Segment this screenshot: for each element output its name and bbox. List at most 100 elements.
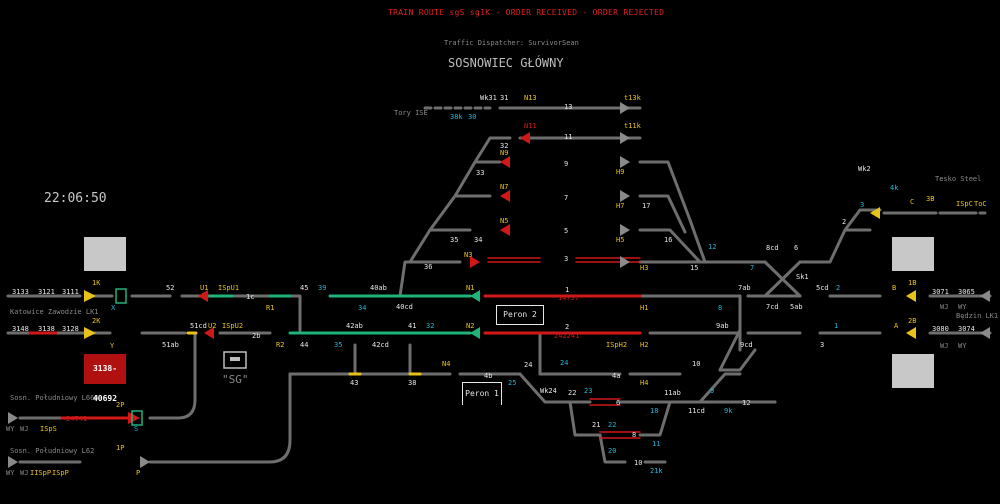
spur-dashes [423,106,987,404]
label-t5: 5 [564,227,569,235]
occupied-tracks [28,257,642,439]
label-h2: H2 [640,341,649,349]
label-t12: 12 [742,399,751,407]
label-t3138: 3138 [38,325,55,333]
label-t1: 1 [565,286,570,294]
label-s40ab: 40ab [370,284,387,292]
label-s24c: 24 [560,359,569,367]
label-n3: N3 [464,251,473,259]
label-n11: N11 [524,122,537,130]
label-n4: N4 [442,360,451,368]
label-s52: 52 [166,284,175,292]
label-s12: 12 [708,243,717,251]
label-t2: 2 [565,323,570,331]
signal-frames [115,288,143,426]
label-ispu2: ISpU2 [222,322,244,330]
label-s7cd: 7cd [766,303,779,311]
label-h5: H5 [616,236,625,244]
label-h9: H9 [616,168,625,176]
label-u1: U1 [200,284,209,292]
label-t3121: 3121 [38,288,55,296]
label-isp: ISpP [52,469,69,477]
label-wj1: WJ [20,425,29,433]
label-h7: H7 [616,202,625,210]
label-s11ab: 11ab [664,389,681,397]
label-t13: 13 [564,103,573,111]
label-u2: U2 [208,322,217,330]
label-t3080: 3080 [932,325,949,333]
label-s40cd: 40cd [396,303,413,311]
label-s2b: 2b [252,332,261,340]
label-s9c: 9 [710,387,715,395]
label-s7c: 7 [750,264,755,272]
label-s21: 21 [592,421,601,429]
label-s10: 10 [692,360,701,368]
label-sa: A [894,322,899,330]
label-s39: 39 [318,284,327,292]
status-message: TRAIN ROUTE sgS sg1K - ORDER RECEIVED - … [388,8,665,17]
label-t8: 8 [632,431,637,439]
label-sx: X [111,304,116,312]
route-set-tracks [208,294,472,335]
signal-arrows [8,102,990,468]
station-title: SOSNOWIEC GŁÓWNY [448,56,564,70]
train-box[interactable]: 3138-40692 [84,354,126,403]
label-s42cd: 42cd [372,341,389,349]
label-s4k: 4k [890,184,899,192]
label-s41: 41 [408,322,417,330]
label-s2k: 2K [92,317,101,325]
label-s2c: 2 [836,284,841,292]
label-t3: 3 [564,255,569,263]
label-n7: N7 [500,183,509,191]
label-sb: B [892,284,897,292]
label-iisp: IISpP [30,469,52,477]
label-n1: N1 [466,284,475,292]
label-s18: 18 [650,407,659,415]
label-s1k: 1K [92,279,101,287]
label-s51ab: 51ab [162,341,179,349]
label-s24: 24 [524,361,533,369]
label-s2p: 2P [116,401,125,409]
block-marks [186,331,422,376]
label-s22c: 22 [608,421,617,429]
label-sy: Y [110,342,115,350]
neighbour-bedzin: Będzin LK1 [956,312,999,320]
label-sr1: R1 [266,304,275,312]
neighbour-tory-ise: Tory ISE [394,109,428,117]
label-s4a: 4a [612,372,621,380]
label-s32: 32 [500,142,509,150]
label-occ1: 14737 [558,294,580,302]
label-s6: 6 [794,244,799,252]
label-s15: 15 [690,264,699,272]
label-n9: N9 [500,149,509,157]
label-r2: R2 [276,341,285,349]
label-s21k: 21k [650,467,663,475]
label-s30: 30 [468,113,477,121]
label-s2b2: 2B [908,317,917,325]
label-s45: 45 [300,284,309,292]
left-grey-panel [84,237,126,271]
label-t3071: 3071 [932,288,949,296]
label-s5cd: 5cd [816,284,829,292]
label-s8c: 8 [718,304,723,312]
label-wk24: Wk24 [540,387,557,395]
label-toc: ToC [974,200,987,208]
label-s35: 35 [450,236,459,244]
label-t3074: 3074 [958,325,975,333]
label-t10: 10 [634,459,643,467]
sg-box-frame [223,351,247,369]
dispatcher-label: Traffic Dispatcher: SurvivorSean [444,39,579,47]
right-grey-panel-bottom [892,354,934,388]
label-s22: 22 [568,389,577,397]
label-t3128: 3128 [62,325,79,333]
label-bcd: 8cd [766,244,779,252]
label-h1: H1 [640,304,649,312]
neighbour-pld-l660: Sosn. Południowy L660 [10,394,99,402]
label-wy3: WY [958,342,967,350]
label-s9ab: 9ab [716,322,729,330]
label-wk2: Wk2 [858,165,871,173]
sg-box-label: "SG" [222,373,249,386]
label-n13: N13 [524,94,537,102]
